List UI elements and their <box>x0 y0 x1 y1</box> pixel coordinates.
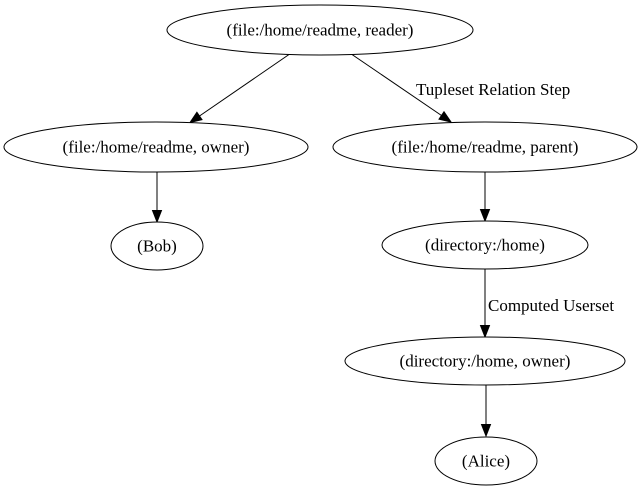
node-bob: (Bob) <box>110 221 204 271</box>
node-ellipse <box>3 121 309 173</box>
edge-reader-to-owner <box>188 54 290 124</box>
edge-line <box>351 54 442 116</box>
edge-line <box>199 54 290 117</box>
edge-reader-to-parent: Tupleset Relation Step <box>351 54 570 123</box>
edge-label-computed-userset: Computed Userset <box>488 296 614 315</box>
arrowhead-icon <box>479 209 491 223</box>
node-ellipse <box>344 336 626 386</box>
node-directory-home-owner: (directory:/home, owner) <box>344 336 626 386</box>
node-label: (Alice) <box>462 452 510 471</box>
node-label: (file:/home/readme, reader) <box>227 21 414 40</box>
node-file-readme-parent: (file:/home/readme, parent) <box>332 121 638 173</box>
node-file-readme-reader: (file:/home/readme, reader) <box>166 4 474 56</box>
edge-owner-to-bob <box>151 172 163 224</box>
node-ellipse <box>332 121 638 173</box>
arrowhead-icon <box>480 424 492 438</box>
arrowhead-icon <box>438 110 453 123</box>
edge-directory-home-owner-to-alice <box>480 385 492 438</box>
arrowhead-icon <box>479 325 491 339</box>
node-label: (file:/home/readme, owner) <box>63 138 250 157</box>
node-ellipse <box>381 220 589 270</box>
node-ellipse <box>110 221 204 271</box>
edge-directory-home-to-directory-home-owner: Computed Userset <box>479 269 614 339</box>
node-ellipse <box>434 436 538 486</box>
node-label: (directory:/home) <box>425 236 545 255</box>
node-label: (Bob) <box>137 237 177 256</box>
node-file-readme-owner: (file:/home/readme, owner) <box>3 121 309 173</box>
arrowhead-icon <box>151 210 163 224</box>
node-directory-home: (directory:/home) <box>381 220 589 270</box>
node-ellipse <box>166 4 474 56</box>
arrowhead-icon <box>188 111 203 124</box>
node-label: (directory:/home, owner) <box>400 352 571 371</box>
node-alice: (Alice) <box>434 436 538 486</box>
edge-label-tupleset-relation-step: Tupleset Relation Step <box>416 80 570 99</box>
node-label: (file:/home/readme, parent) <box>392 138 579 157</box>
edge-parent-to-directory-home <box>479 172 491 223</box>
